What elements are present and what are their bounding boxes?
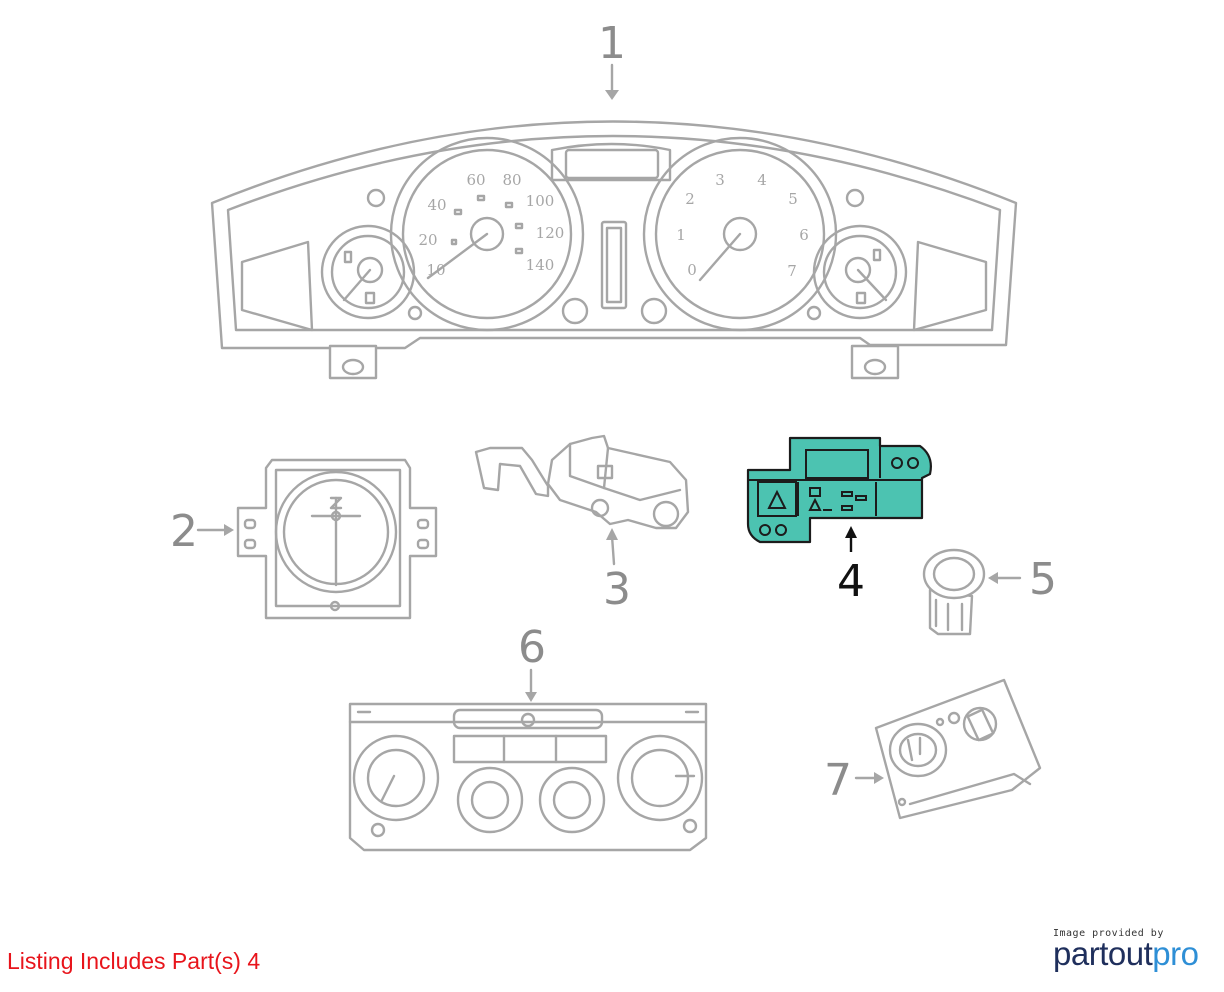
- part-4-switch-module[interactable]: [746, 436, 932, 544]
- speed-label-10: 10: [426, 261, 445, 279]
- svg-text:2: 2: [170, 506, 198, 557]
- listing-includes-text: Listing Includes Part(s) 4: [7, 948, 261, 974]
- speed-label-20: 20: [418, 231, 437, 249]
- partoutpro-logo: partoutpro: [1053, 937, 1213, 970]
- speed-label-140: 140: [526, 256, 555, 274]
- tach-label-7: 7: [787, 262, 797, 280]
- part-3-sensor-bracket[interactable]: [474, 434, 690, 530]
- svg-text:1: 1: [598, 18, 626, 69]
- svg-text:5: 5: [1029, 554, 1057, 605]
- logo-text-part1: partout: [1053, 935, 1153, 972]
- tach-label-2: 2: [685, 190, 695, 208]
- speed-label-60: 60: [466, 171, 485, 189]
- tach-label-0: 0: [687, 261, 697, 279]
- callout-7: 7: [824, 755, 884, 806]
- callout-2: 2: [170, 506, 234, 557]
- speed-label-80: 80: [502, 171, 521, 189]
- tach-label-6: 6: [799, 226, 809, 244]
- speed-label-40: 40: [427, 196, 446, 214]
- svg-text:7: 7: [824, 755, 852, 806]
- part-5-push-button[interactable]: [922, 548, 986, 636]
- brand-logo-block: Image provided by partoutpro: [1053, 928, 1213, 970]
- callout-6: 6: [518, 622, 546, 702]
- callout-3: 3: [603, 528, 631, 615]
- svg-text:3: 3: [603, 564, 631, 615]
- svg-text:6: 6: [518, 622, 546, 673]
- tach-label-3: 3: [715, 171, 725, 189]
- logo-text-part2: pro: [1152, 935, 1199, 972]
- tach-label-1: 1: [676, 226, 686, 244]
- tach-label-4: 4: [757, 171, 767, 189]
- part-7-headlamp-switch[interactable]: [874, 678, 1042, 820]
- speed-label-120: 120: [536, 224, 565, 242]
- part-6-climate-control[interactable]: [348, 702, 708, 852]
- svg-text:4: 4: [837, 556, 865, 607]
- image-credit-text: Image provided by: [1053, 928, 1164, 939]
- speed-label-100: 100: [526, 192, 555, 210]
- part-1-instrument-cluster[interactable]: 10 20 40 60 80 100 120 140 0 1 2 3 4 5 6…: [210, 120, 1018, 380]
- tach-label-5: 5: [788, 190, 798, 208]
- part-2-clock[interactable]: [236, 458, 438, 620]
- callout-1: 1: [598, 18, 626, 100]
- callout-5: 5: [988, 554, 1057, 605]
- callout-4: 4: [837, 526, 865, 607]
